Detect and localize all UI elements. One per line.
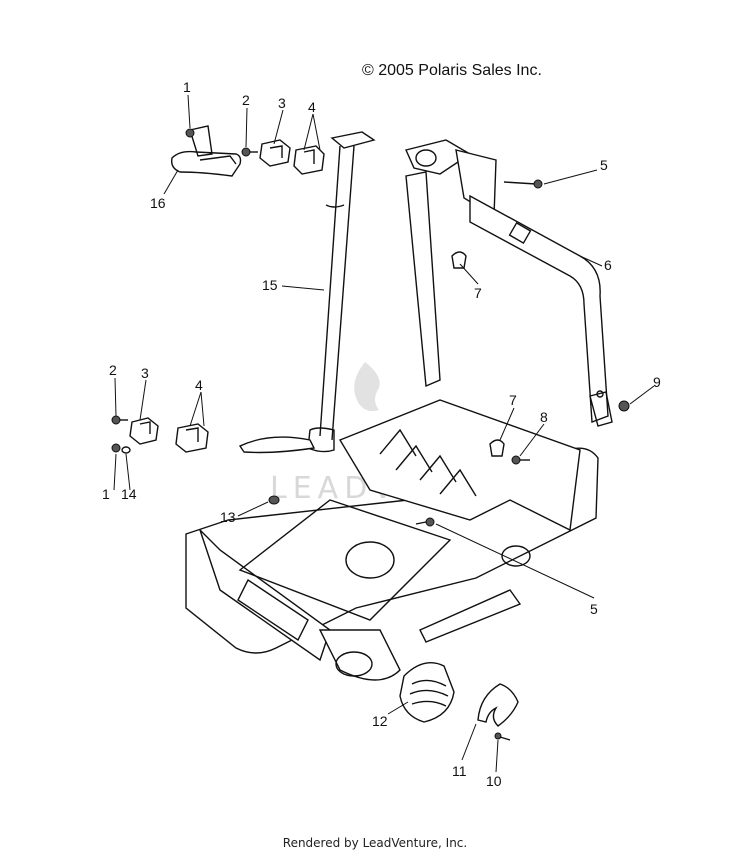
bolt-part-2-lower bbox=[111, 415, 128, 425]
washer-part-13 bbox=[268, 495, 280, 505]
bolt-part-5-lower bbox=[415, 517, 435, 527]
callout-16: 16 bbox=[150, 195, 166, 211]
callout-12: 12 bbox=[372, 713, 388, 729]
bracket-part-16 bbox=[170, 125, 242, 177]
callout-8: 8 bbox=[540, 409, 548, 425]
callout-1: 1 bbox=[183, 79, 191, 95]
callout-4-lower: 4 bbox=[195, 377, 203, 393]
callout-9: 9 bbox=[653, 374, 661, 390]
callout-2: 2 bbox=[242, 92, 250, 108]
steering-post-part-15 bbox=[238, 131, 376, 454]
main-frame bbox=[185, 399, 599, 681]
clamp-part-3-lower bbox=[129, 417, 159, 445]
callout-1-lower: 1 bbox=[102, 486, 110, 502]
callout-2-lower: 2 bbox=[109, 362, 117, 378]
clamp-part-3-top bbox=[259, 139, 291, 167]
bolt-part-2-top bbox=[241, 147, 258, 157]
support-frame-part-6 bbox=[405, 139, 613, 427]
callout-5: 5 bbox=[600, 157, 608, 173]
nut-part-1-top bbox=[185, 128, 195, 138]
callout-7-lower: 7 bbox=[509, 392, 517, 408]
callout-14: 14 bbox=[121, 486, 137, 502]
retainer-ring-part-11 bbox=[477, 683, 519, 727]
clip-part-7-top bbox=[451, 251, 467, 269]
nut-part-9 bbox=[618, 400, 630, 412]
callout-5-lower: 5 bbox=[590, 601, 598, 617]
callout-4: 4 bbox=[308, 99, 316, 115]
clip-part-7-lower bbox=[489, 439, 505, 457]
leader-lines bbox=[113, 94, 655, 773]
callout-11: 11 bbox=[452, 763, 467, 779]
callout-15: 15 bbox=[262, 277, 278, 293]
callout-7: 7 bbox=[474, 285, 482, 301]
washer-part-14 bbox=[121, 446, 131, 454]
bolt-part-5-top bbox=[503, 179, 543, 189]
nut-part-1-lower bbox=[111, 443, 121, 453]
clamp-part-4-lower bbox=[175, 423, 209, 453]
screw-part-10 bbox=[494, 732, 511, 741]
callout-6: 6 bbox=[604, 257, 612, 273]
copyright-text: © 2005 Polaris Sales Inc. bbox=[362, 62, 542, 79]
callout-labels: 1 2 3 4 16 5 6 7 15 9 2 3 4 7 8 1 14 13 … bbox=[102, 79, 661, 789]
callout-10: 10 bbox=[486, 773, 502, 789]
callout-3-lower: 3 bbox=[141, 365, 149, 381]
clamp-part-4-top bbox=[293, 145, 325, 175]
bolt-part-8 bbox=[511, 455, 530, 465]
callout-3: 3 bbox=[278, 95, 286, 111]
boot-part-12 bbox=[399, 662, 455, 723]
callout-13: 13 bbox=[220, 509, 236, 525]
footer-credit: Rendered by LeadVenture, Inc. bbox=[282, 836, 468, 850]
